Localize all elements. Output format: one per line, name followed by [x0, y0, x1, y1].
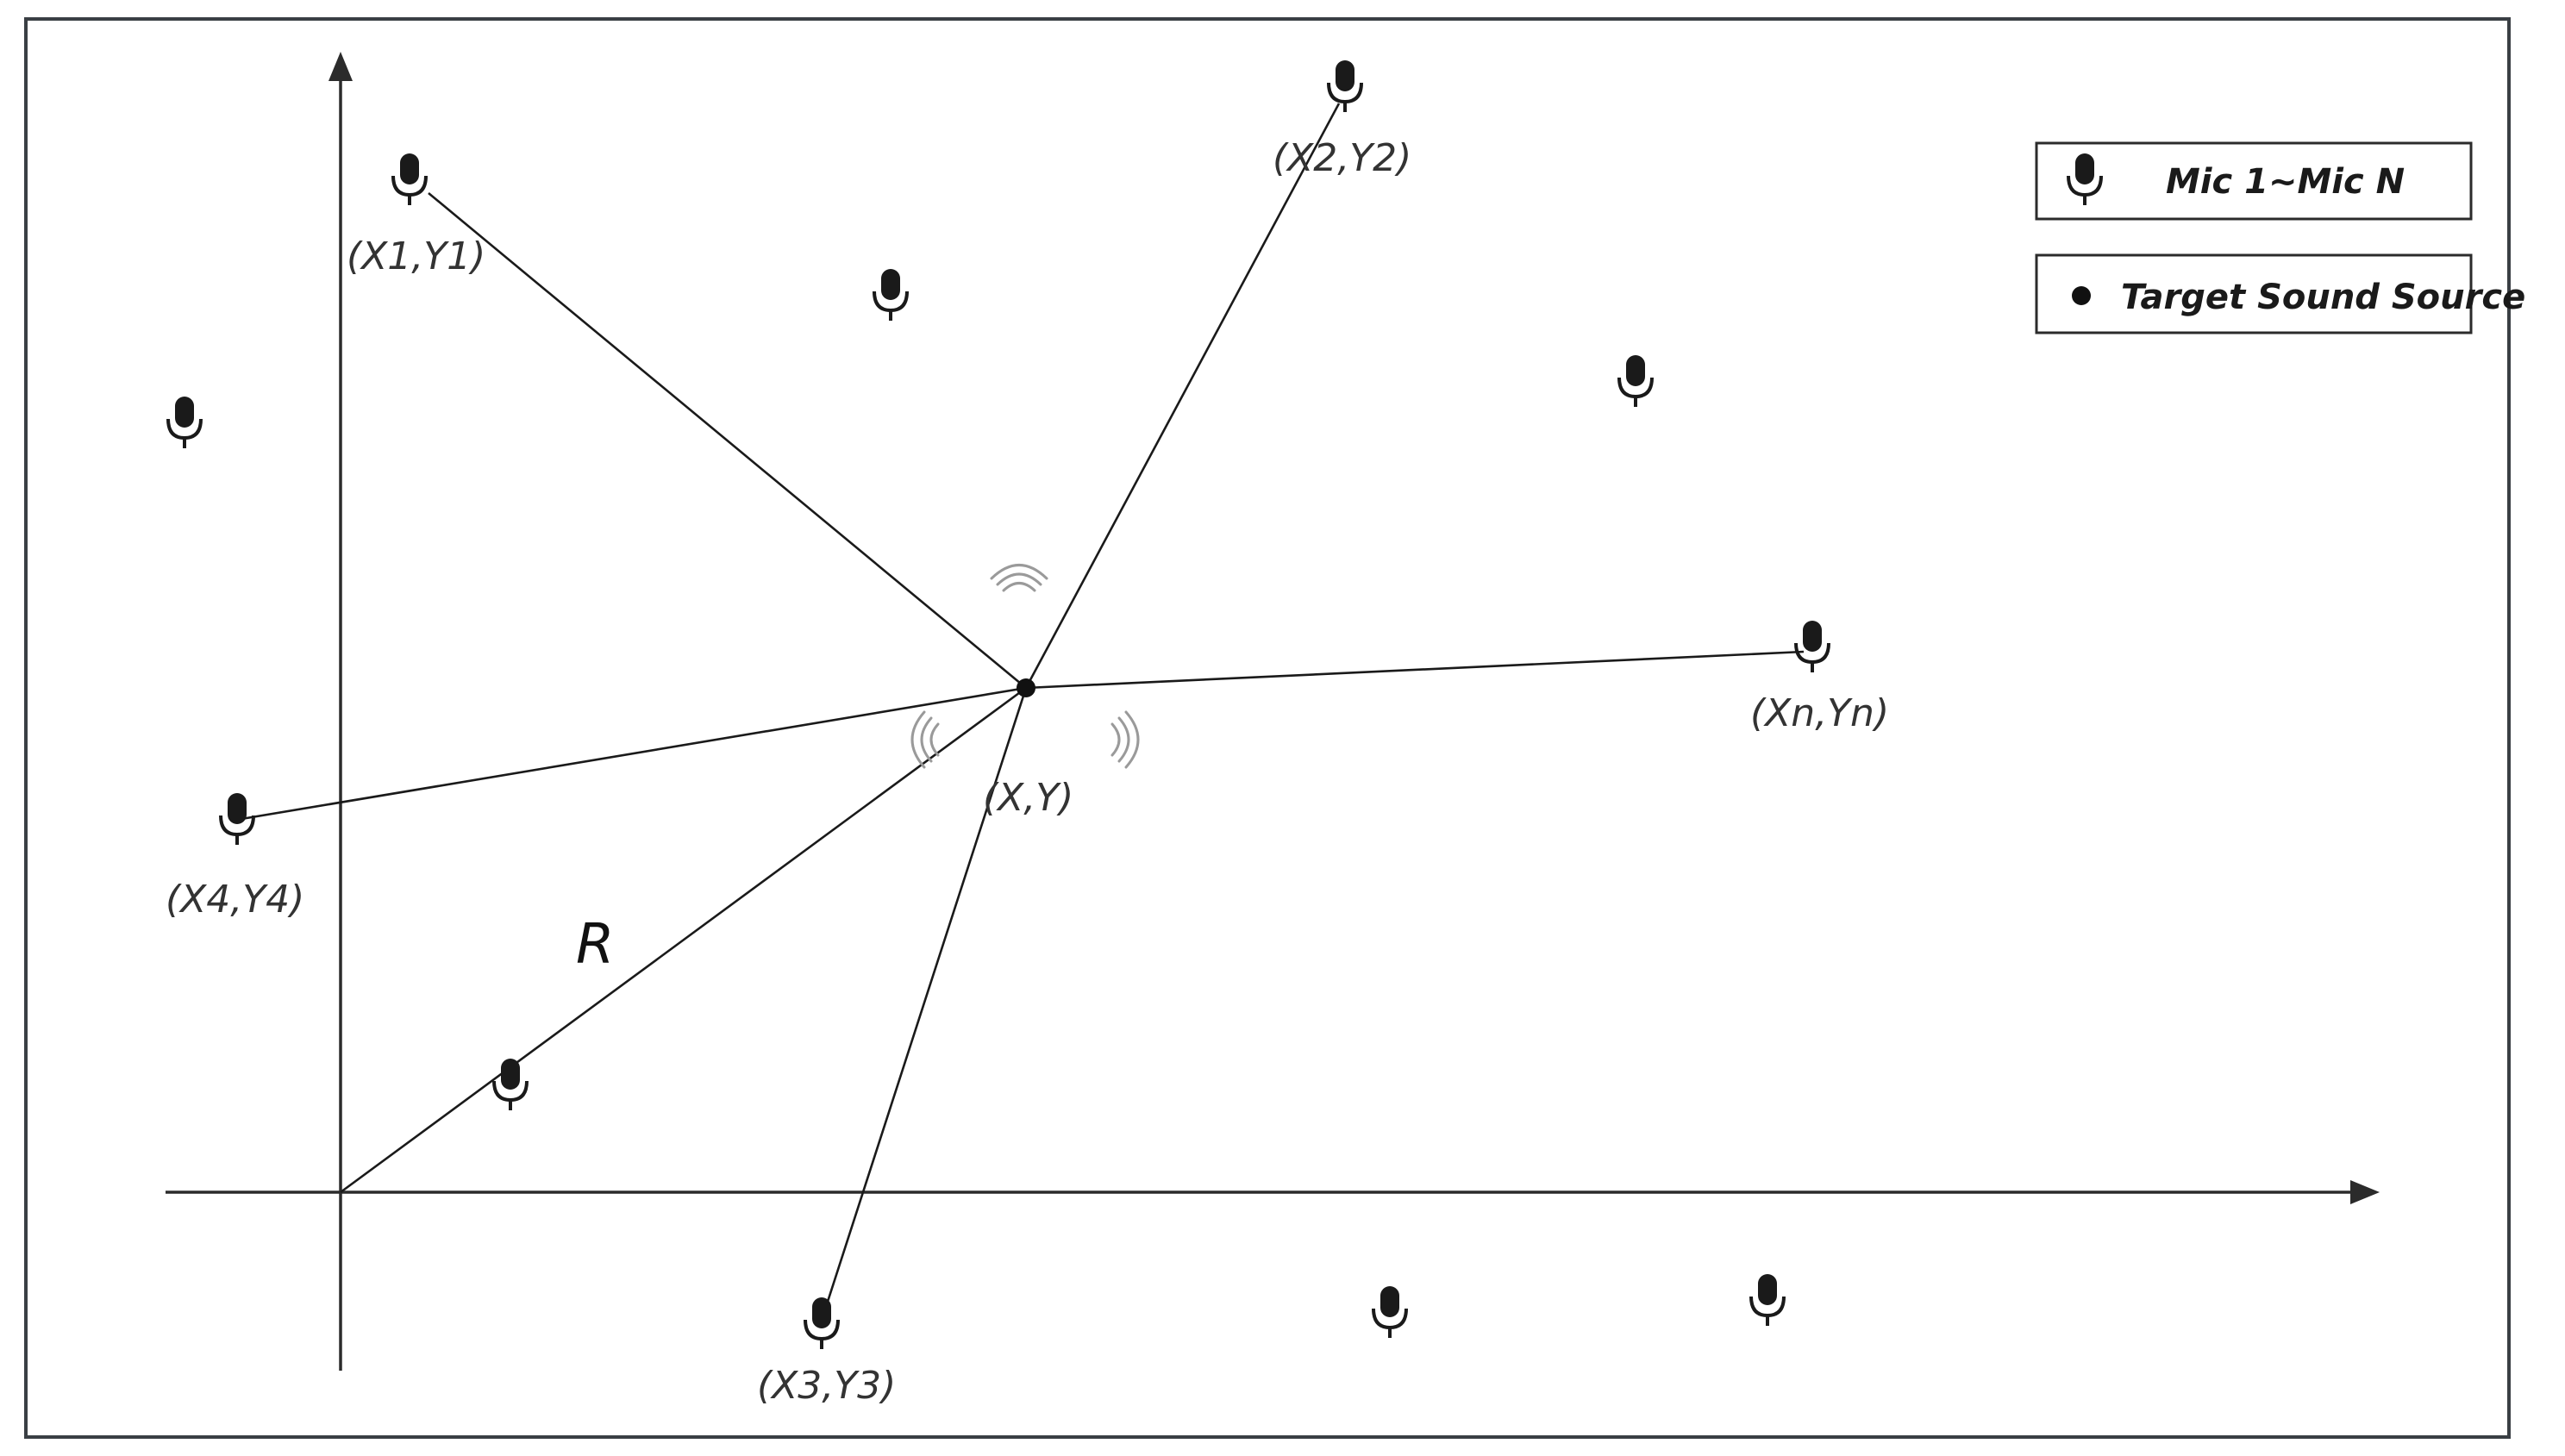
y-axis-arrow	[328, 52, 353, 81]
microphone-icon	[219, 791, 255, 847]
mic-3-label: (X3,Y3)	[757, 1364, 896, 1408]
mic-1-label: (X1,Y1)	[347, 234, 485, 278]
legend-item-mic: Mic 1~Mic N	[2035, 141, 2473, 221]
sound-wave-right	[1110, 710, 1140, 769]
line-to-mic-3	[824, 687, 1028, 1308]
source-label: (X,Y)	[983, 776, 1073, 820]
distance-label: R	[576, 913, 614, 977]
sound-wave-icon	[910, 564, 1140, 769]
legend-mic-label: Mic 1~Mic N	[2166, 162, 2405, 202]
line-to-mic-1	[428, 191, 1027, 690]
unlabeled-mics	[166, 267, 1786, 1340]
diagram-frame	[24, 17, 2511, 1439]
sound-wave-top	[990, 564, 1048, 592]
line-to-mic-2	[1024, 103, 1341, 689]
mic-3: (X3,Y3)	[757, 1296, 896, 1408]
x-axis-arrow	[2350, 1180, 2380, 1204]
coordinate-axes	[166, 52, 2380, 1371]
legend-source-label: Target Sound Source	[2121, 278, 2525, 317]
mic-1: (X1,Y1)	[347, 152, 485, 278]
sound-wave-left	[910, 710, 940, 769]
legend-box-source	[2035, 253, 2473, 334]
legend-box-mic	[2035, 141, 2473, 221]
distance-lines	[241, 103, 1805, 1308]
line-to-origin	[340, 686, 1027, 1194]
legend: Mic 1~Mic N Target Sound Source	[2035, 141, 2525, 334]
mic-n-label: (Xn,Yn)	[1750, 691, 1889, 735]
microphone-icon	[1327, 59, 1363, 114]
microphone-icon	[492, 1057, 529, 1112]
microphone-icon	[873, 267, 909, 322]
source-dot-icon	[1017, 678, 1035, 697]
mic-2: (X2,Y2)	[1273, 59, 1411, 180]
mic-4: (X4,Y4)	[166, 791, 304, 922]
microphone-icon	[391, 152, 428, 207]
legend-item-source: Target Sound Source	[2035, 253, 2525, 334]
microphone-icon	[1617, 353, 1654, 409]
line-to-mic-n	[1025, 650, 1805, 690]
microphone-icon	[166, 395, 203, 450]
line-to-mic-4	[241, 686, 1027, 821]
microphone-icon	[804, 1296, 840, 1351]
mic-2-label: (X2,Y2)	[1273, 136, 1411, 180]
microphone-icon	[1794, 619, 1830, 674]
microphone-icon	[1749, 1272, 1786, 1328]
source-dot-icon	[2072, 286, 2091, 305]
microphone-icon	[1372, 1284, 1408, 1340]
mic-n: (Xn,Yn)	[1750, 619, 1889, 735]
mic-4-label: (X4,Y4)	[166, 878, 304, 922]
